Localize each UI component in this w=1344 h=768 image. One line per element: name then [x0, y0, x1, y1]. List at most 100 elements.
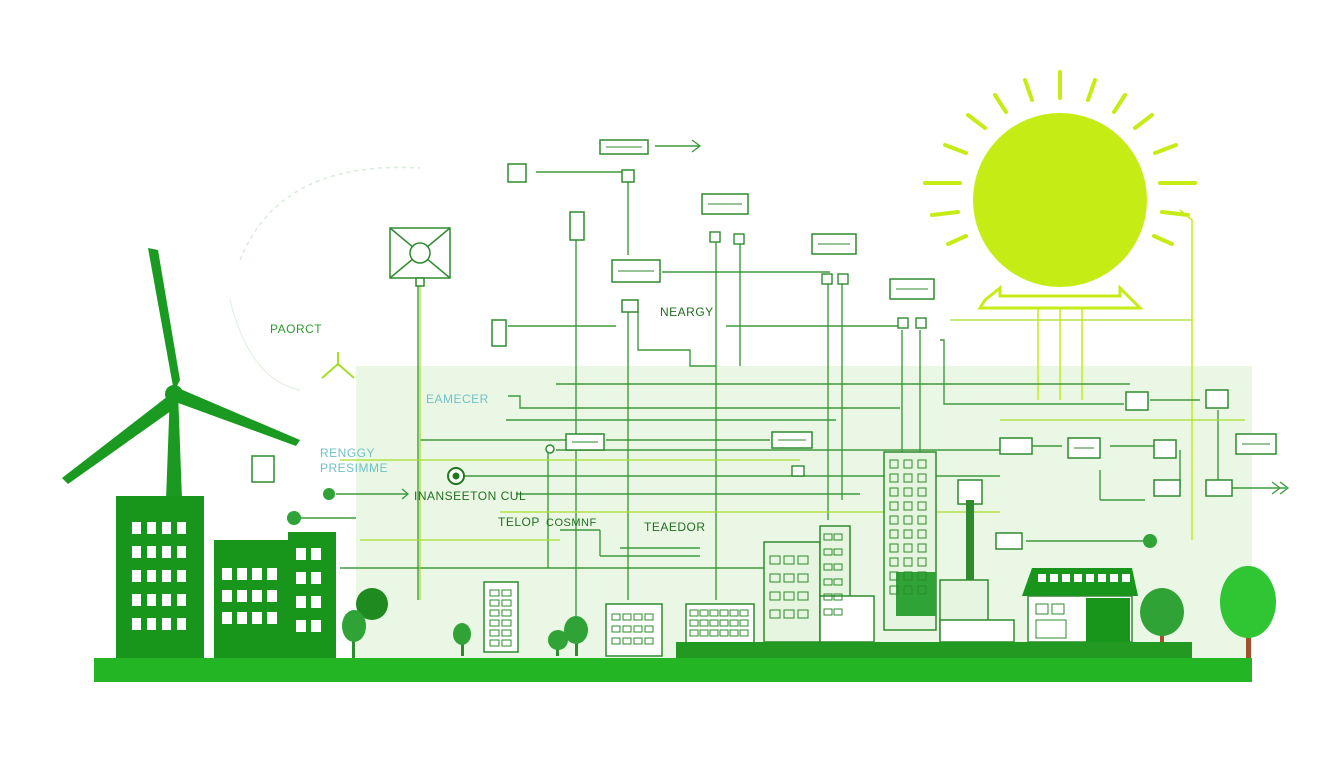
- window: [903, 487, 913, 497]
- window: [611, 625, 621, 633]
- window: [633, 613, 643, 621]
- window: [622, 613, 632, 621]
- window: [719, 609, 729, 617]
- window: [177, 594, 186, 606]
- window: [177, 570, 186, 582]
- wind-turbine-icon: [62, 248, 300, 500]
- window: [222, 612, 232, 624]
- faint-arc: [229, 299, 301, 391]
- window: [252, 568, 262, 580]
- sun-icon: [923, 70, 1197, 540]
- window: [1062, 574, 1070, 582]
- window: [267, 612, 277, 624]
- window: [147, 594, 156, 606]
- window: [903, 501, 913, 511]
- window: [917, 571, 927, 581]
- window: [311, 596, 321, 608]
- window: [783, 573, 795, 583]
- window: [501, 619, 512, 627]
- window: [739, 619, 749, 627]
- window: [729, 619, 739, 627]
- window: [132, 546, 141, 558]
- window: [889, 515, 899, 525]
- window: [311, 572, 321, 584]
- window: [222, 590, 232, 602]
- window: [177, 546, 186, 558]
- window: [797, 555, 809, 565]
- window: [622, 625, 632, 633]
- window: [833, 593, 843, 601]
- city-windows: [489, 459, 927, 647]
- window: [267, 568, 277, 580]
- window: [1038, 574, 1046, 582]
- label-cosmnf: COSMNF: [546, 517, 597, 529]
- window: [709, 609, 719, 617]
- label-neargy: NEARGY: [660, 305, 714, 319]
- window: [797, 573, 809, 583]
- window: [489, 639, 500, 647]
- window: [162, 546, 171, 558]
- window: [501, 599, 512, 607]
- window: [267, 590, 277, 602]
- window: [489, 609, 500, 617]
- window: [689, 629, 699, 637]
- window: [739, 629, 749, 637]
- window: [489, 589, 500, 597]
- window: [296, 620, 306, 632]
- window: [783, 591, 795, 601]
- label-eamecer: EAMECER: [426, 392, 489, 406]
- ground: [94, 658, 1252, 682]
- window: [1122, 574, 1130, 582]
- window: [177, 522, 186, 534]
- window: [833, 548, 843, 556]
- small-arrow-icon: [321, 362, 355, 379]
- window: [489, 629, 500, 637]
- window: [147, 546, 156, 558]
- window: [903, 585, 913, 595]
- window: [162, 594, 171, 606]
- window: [132, 618, 141, 630]
- window: [917, 487, 927, 497]
- window: [1110, 574, 1118, 582]
- window: [644, 625, 654, 633]
- window: [1074, 574, 1082, 582]
- label-inanseeton: INANSEETON CUL: [414, 489, 527, 503]
- window: [709, 629, 719, 637]
- window: [823, 593, 833, 601]
- window: [162, 570, 171, 582]
- window: [644, 613, 654, 621]
- window: [147, 522, 156, 534]
- window: [769, 591, 781, 601]
- window: [783, 555, 795, 565]
- window: [222, 568, 232, 580]
- window: [823, 533, 833, 541]
- window: [311, 620, 321, 632]
- window: [132, 570, 141, 582]
- window: [903, 557, 913, 567]
- window: [296, 572, 306, 584]
- window: [917, 557, 927, 567]
- window: [622, 637, 632, 645]
- window: [823, 548, 833, 556]
- window: [633, 637, 643, 645]
- window: [783, 609, 795, 619]
- window: [252, 590, 262, 602]
- window: [147, 618, 156, 630]
- window: [633, 625, 643, 633]
- window: [1086, 574, 1094, 582]
- window: [917, 529, 927, 539]
- window: [162, 618, 171, 630]
- window: [501, 589, 512, 597]
- window: [823, 563, 833, 571]
- window: [489, 619, 500, 627]
- window: [917, 459, 927, 469]
- window: [729, 629, 739, 637]
- window: [132, 522, 141, 534]
- window: [833, 533, 843, 541]
- window: [769, 555, 781, 565]
- window: [177, 618, 186, 630]
- window: [833, 608, 843, 616]
- window: [699, 619, 709, 627]
- window: [739, 609, 749, 617]
